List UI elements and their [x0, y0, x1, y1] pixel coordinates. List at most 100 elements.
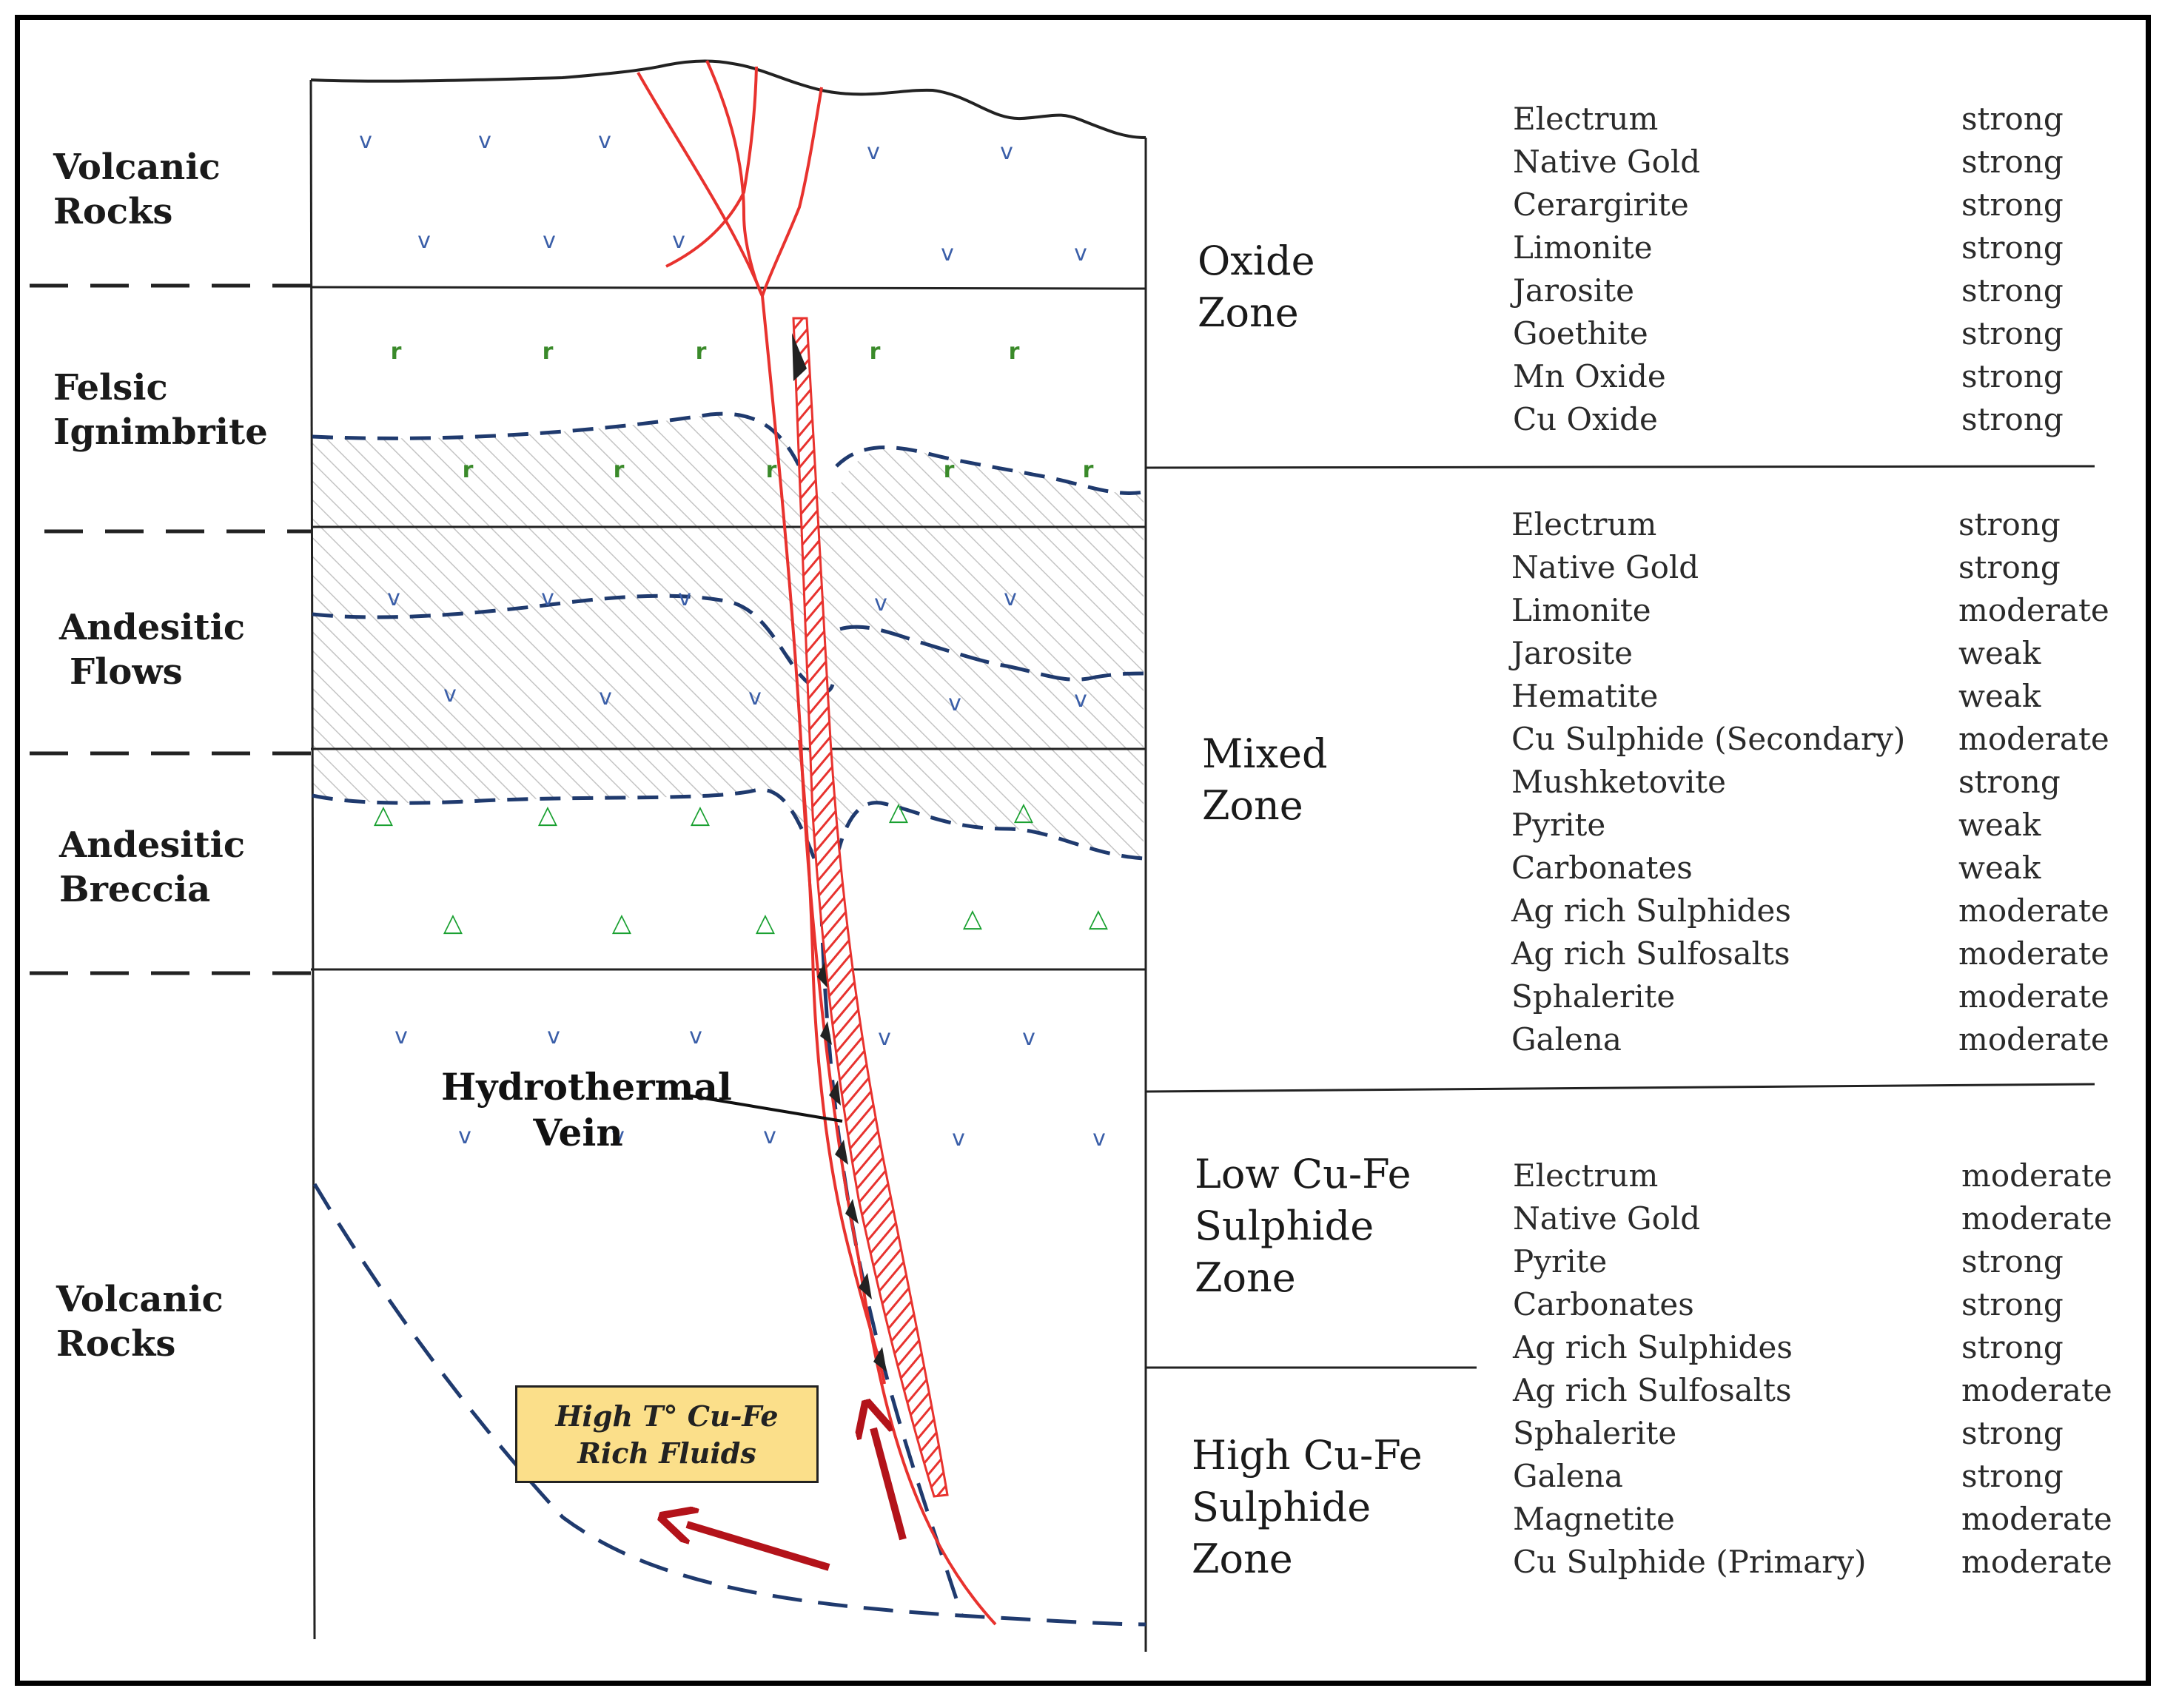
vein-pointer [686, 1094, 843, 1123]
fluid-label-line: Rich Fluids [577, 1436, 756, 1470]
mineral-intensity: strong [1961, 1243, 2064, 1280]
svg-text:v: v [952, 1126, 965, 1151]
mineral-intensity: weak [1958, 635, 2041, 671]
svg-text:v: v [547, 1023, 560, 1049]
svg-text:v: v [1004, 585, 1017, 611]
svg-text:△: △ [612, 908, 632, 938]
svg-text:△: △ [374, 800, 394, 830]
mineral-intensity: strong [1961, 315, 2064, 352]
mineral-row: Galena strong [1513, 1455, 2090, 1498]
zone-label-oxide: Oxide Zone [1198, 235, 1315, 339]
svg-text:v: v [1074, 241, 1087, 266]
zone-label-line: Zone [1195, 1254, 1296, 1301]
svg-text:△: △ [691, 800, 711, 830]
layer-label-andesitic-flows: Andesitic Flows [59, 605, 245, 694]
svg-text:r: r [463, 457, 474, 483]
mineral-intensity: strong [1961, 229, 2064, 266]
layer-label-line: Andesitic [59, 607, 246, 648]
svg-text:v: v [1074, 687, 1087, 713]
mineral-name: Native Gold [1511, 549, 1699, 585]
svg-text:v: v [541, 585, 554, 611]
mineral-intensity: strong [1961, 358, 2064, 394]
mineral-intensity: strong [1958, 549, 2061, 585]
mineral-name: Limonite [1511, 592, 1651, 628]
alteration-hatch [312, 414, 1144, 858]
svg-text:v: v [948, 690, 961, 716]
layer-label-line: Andesitic [59, 824, 246, 866]
mineral-name: Cu Sulphide (Secondary) [1511, 721, 1906, 757]
mineral-intensity: moderate [1958, 592, 2109, 628]
zone-label-line: Zone [1192, 1536, 1293, 1582]
svg-text:r: r [766, 457, 777, 483]
zone-label-line: Mixed [1202, 730, 1328, 777]
mineral-intensity: strong [1961, 1329, 2064, 1365]
svg-text:v: v [878, 1025, 891, 1051]
mineral-name: Cu Oxide [1513, 401, 1658, 437]
mineral-name: Ag rich Sulfosalts [1513, 1372, 1792, 1408]
layer-label-felsic-ignimbrite: Felsic Ignimbrite [53, 366, 268, 454]
mineral-intensity: strong [1961, 144, 2064, 180]
mineral-row: Limonite moderate [1511, 589, 2109, 632]
zone-label-line: Zone [1198, 289, 1299, 336]
mineral-intensity: moderate [1961, 1157, 2112, 1194]
layer-label-volcanic-top: Volcanic Rocks [53, 145, 221, 234]
layer-label-line: Flows [70, 651, 183, 693]
vein-label-line: Vein [533, 1111, 623, 1154]
mineral-name: Galena [1513, 1458, 1623, 1494]
mineral-row: Electrum moderate [1513, 1154, 2112, 1197]
svg-text:v: v [1000, 139, 1013, 165]
layer-label-volcanic-bottom: Volcanic Rocks [56, 1277, 224, 1366]
layer-label-line: Volcanic [53, 147, 221, 188]
diagram-frame [15, 15, 2151, 1686]
svg-text:△: △ [1014, 797, 1034, 827]
mineral-row: Goethite strong [1513, 312, 2075, 355]
svg-text:v: v [867, 139, 880, 165]
mineral-intensity: strong [1961, 1415, 2064, 1451]
mineral-intensity: strong [1961, 186, 2064, 223]
zone-label-line: Sulphide [1192, 1484, 1371, 1530]
mineral-name: Native Gold [1513, 144, 1701, 180]
svg-text:v: v [941, 241, 954, 266]
svg-text:v: v [478, 128, 491, 154]
mineral-name: Goethite [1513, 315, 1648, 352]
mineral-name: Limonite [1513, 229, 1653, 266]
vein-body [792, 317, 949, 1498]
svg-text:v: v [748, 685, 762, 710]
svg-text:v: v [598, 128, 611, 154]
layer-label-line: Breccia [59, 869, 211, 910]
breccia-symbols: △△△△△ △△△△△ [374, 797, 1109, 938]
svg-text:r: r [543, 339, 554, 365]
layer-label-line: Rocks [53, 191, 173, 232]
mineral-name: Cerargirite [1513, 186, 1689, 223]
mineral-name: Electrum [1513, 1157, 1659, 1194]
svg-text:v: v [1022, 1025, 1035, 1051]
svg-text:v: v [599, 685, 612, 710]
mineral-name: Cu Sulphide (Primary) [1513, 1544, 1867, 1580]
svg-text:v: v [359, 128, 372, 154]
zone-label-high-cufe: High Cu-Fe Sulphide Zone [1192, 1430, 1423, 1585]
mineral-intensity: moderate [1961, 1372, 2112, 1408]
svg-text:v: v [443, 682, 457, 707]
svg-text:v: v [678, 585, 691, 611]
vein-faults [637, 60, 997, 1626]
svg-text:v: v [417, 228, 431, 254]
mineral-intensity: strong [1961, 1458, 2064, 1494]
mineral-name: Electrum [1511, 506, 1657, 542]
mineral-intensity: moderate [1961, 1200, 2112, 1237]
stratigraphic-column [309, 59, 1147, 1652]
